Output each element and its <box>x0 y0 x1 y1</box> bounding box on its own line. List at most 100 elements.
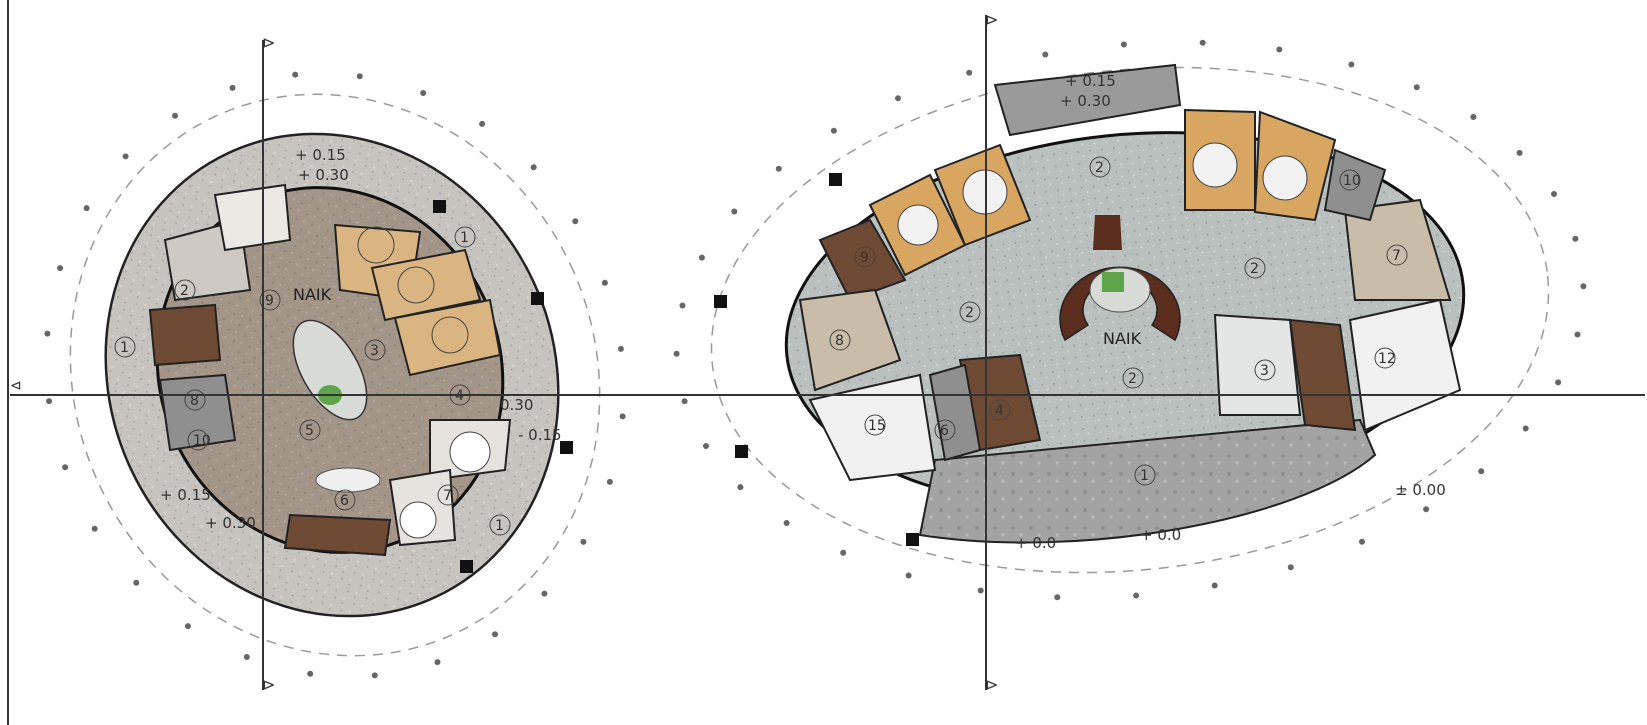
grid-dot <box>172 112 178 119</box>
grid-dot <box>434 659 441 666</box>
svg-text:8: 8 <box>190 393 199 409</box>
right-entrance-top <box>993 63 1182 137</box>
right-axis-arrow-top: ⊳ <box>985 10 998 29</box>
svg-text:9: 9 <box>265 293 274 309</box>
column-icon <box>433 200 446 213</box>
right-level-3: + 0.0 <box>1015 534 1056 552</box>
svg-text:6: 6 <box>940 423 949 439</box>
svg-text:1: 1 <box>120 340 129 356</box>
grid-dot <box>46 398 53 405</box>
grid-dot <box>1423 506 1430 513</box>
svg-text:10: 10 <box>193 433 211 449</box>
svg-text:1: 1 <box>1140 468 1149 484</box>
grid-dot <box>572 218 579 225</box>
horizontal-axis-arrow: ⊲ <box>10 378 22 394</box>
left-level-2: + 0.30 <box>298 166 349 184</box>
grid-dots <box>44 39 1587 679</box>
grid-dot <box>1522 425 1529 432</box>
grid-dot <box>840 549 847 556</box>
grid-dot <box>44 330 51 337</box>
grid-dot <box>1133 592 1140 599</box>
grid-dot <box>243 654 250 660</box>
grid-dot <box>62 464 69 471</box>
svg-text:10: 10 <box>1343 173 1361 189</box>
right-dashed-outline <box>710 66 1550 574</box>
svg-text:1: 1 <box>460 230 469 246</box>
grid-dot <box>580 538 587 545</box>
right-level-4: + 0.0 <box>1140 526 1181 544</box>
column-icon <box>735 445 748 458</box>
svg-text:7: 7 <box>443 488 452 504</box>
svg-text:15: 15 <box>868 418 886 434</box>
right-room-gray-mid <box>928 363 982 462</box>
grid-dot <box>731 208 738 215</box>
left-axis-arrow-top: ⊳ <box>262 33 275 52</box>
column-icon <box>906 533 919 546</box>
left-room-darkwood-bottom <box>283 513 392 557</box>
left-level-6: - 0.15 <box>518 426 562 444</box>
left-room-darkwood-left <box>148 303 222 367</box>
right-room-darkwood-left <box>818 218 907 302</box>
right-room-white-right <box>1348 298 1462 432</box>
grid-dot <box>133 579 140 586</box>
right-level-1: + 0.15 <box>1065 72 1116 90</box>
left-naik-label: NAIK <box>293 285 332 304</box>
grid-dot <box>783 520 790 526</box>
grid-dot <box>977 587 984 594</box>
grid-dot <box>530 164 537 171</box>
grid-dot <box>1413 84 1420 91</box>
svg-text:2: 2 <box>1250 261 1259 277</box>
grid-dot <box>57 265 64 272</box>
column-icon <box>460 560 473 573</box>
grid-dot <box>479 120 486 127</box>
grid-dot <box>601 279 608 286</box>
svg-text:8: 8 <box>835 333 844 349</box>
grid-dot <box>673 350 680 357</box>
grid-dot <box>1478 468 1485 475</box>
grid-dot <box>541 590 548 597</box>
grid-dot <box>966 69 973 76</box>
left-room-wood-3 <box>393 298 502 377</box>
grid-dot <box>698 254 705 261</box>
grid-dot <box>1199 39 1206 46</box>
column-markers <box>433 173 919 573</box>
grid-dot <box>492 631 498 638</box>
svg-text:2: 2 <box>180 283 189 299</box>
grid-dot <box>91 525 98 532</box>
right-stage-green <box>1102 272 1124 292</box>
grid-dot <box>775 165 782 172</box>
grid-dot <box>356 73 363 80</box>
grid-dot <box>905 572 912 579</box>
grid-dot <box>617 345 624 352</box>
column-icon <box>829 173 842 186</box>
grid-dot <box>895 95 901 102</box>
grid-dot <box>1574 331 1581 338</box>
left-axis-arrow-bottom: ⊳ <box>262 675 275 694</box>
right-room-white-center <box>1213 313 1302 416</box>
svg-text:5: 5 <box>305 423 314 439</box>
left-level-3: + 0.15 <box>160 486 211 504</box>
grid-dot <box>1042 51 1049 58</box>
grid-dot <box>371 672 378 679</box>
grid-dot <box>606 478 613 485</box>
right-stage-ramp <box>1093 215 1122 250</box>
grid-dot <box>681 398 688 405</box>
right-naik-label: NAIK <box>1103 329 1142 348</box>
grid-dot <box>1516 149 1523 156</box>
grid-dot <box>1572 235 1579 242</box>
right-room-gray-right <box>1323 148 1387 222</box>
grid-dot <box>1551 191 1557 197</box>
svg-text:4: 4 <box>995 403 1004 419</box>
svg-text:3: 3 <box>1260 363 1269 379</box>
left-level-4: + 0.30 <box>205 514 256 532</box>
grid-dot <box>1580 283 1587 290</box>
left-room-numbers: 1 1 1 2 3 4 5 6 7 8 9 10 <box>114 226 511 536</box>
column-icon <box>714 295 727 308</box>
svg-text:7: 7 <box>1392 248 1401 264</box>
svg-text:12: 12 <box>1378 351 1396 367</box>
grid-dot <box>229 84 236 91</box>
grid-dot <box>1359 538 1365 545</box>
svg-text:3: 3 <box>370 343 379 359</box>
left-room-wood-2 <box>370 248 482 322</box>
